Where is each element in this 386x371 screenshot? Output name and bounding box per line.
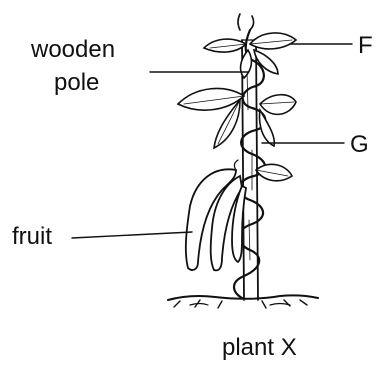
leaves-middle xyxy=(178,88,296,148)
leaves-lower xyxy=(256,164,292,180)
leader-line-fruit xyxy=(72,232,192,238)
label-fruit: fruit xyxy=(12,223,192,250)
label-wooden-pole-line1: wooden xyxy=(30,36,115,63)
label-fruit-text: fruit xyxy=(12,223,52,250)
ground xyxy=(168,295,318,308)
fruit-pods xyxy=(186,160,246,270)
label-G-text: G xyxy=(350,131,369,158)
label-F: F xyxy=(290,32,373,59)
caption-plant-x: plant X xyxy=(222,334,297,361)
label-wooden-pole-line2: pole xyxy=(54,69,99,96)
label-F-text: F xyxy=(358,32,373,59)
label-G: G xyxy=(262,131,369,158)
